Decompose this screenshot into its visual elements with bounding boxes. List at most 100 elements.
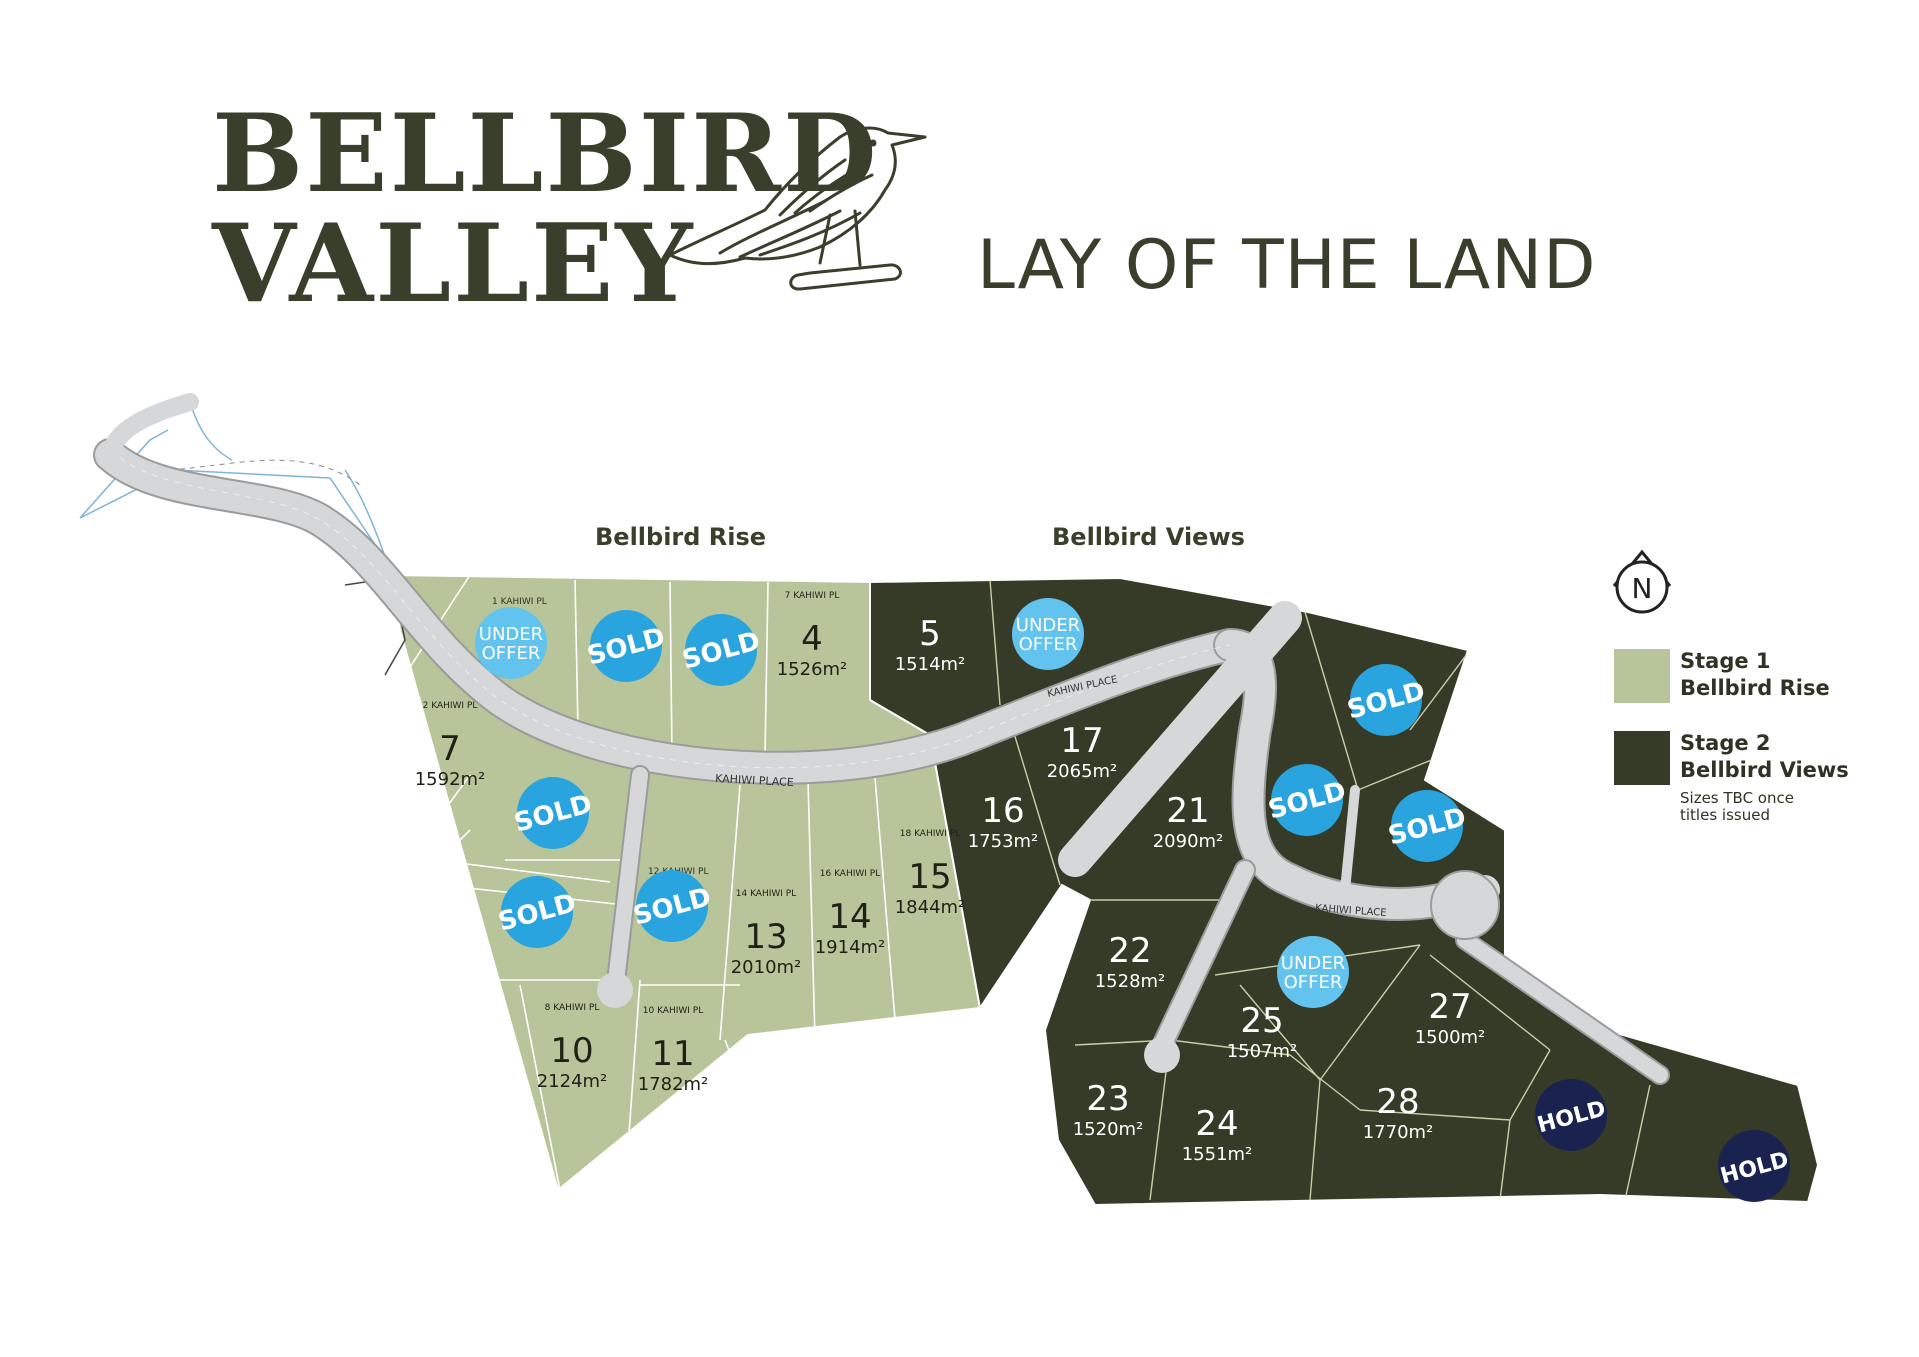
area-label-rise: Bellbird Rise xyxy=(595,523,766,551)
area-label-views: Bellbird Views xyxy=(1052,523,1245,551)
badge-circle xyxy=(1718,1130,1790,1202)
lot-area: 1514m² xyxy=(895,654,966,675)
road-label-east: KAHIWI PLACE xyxy=(1315,903,1387,919)
status-badge-sold[interactable]: SOLD xyxy=(630,870,714,942)
lot-number: 15 xyxy=(908,857,951,897)
lot-area: 1507m² xyxy=(1227,1041,1298,1062)
lot-area: 1592m² xyxy=(415,769,486,790)
status-badge-sold[interactable]: SOLD xyxy=(511,777,595,849)
address-label: 1 KAHIWI PL xyxy=(492,597,547,607)
legend-stage2-line2: Bellbird Views xyxy=(1680,758,1849,782)
badge-label-line2: OFFER xyxy=(1019,634,1078,655)
lot-number: 14 xyxy=(828,897,871,937)
road-label-main: KAHIWI PLACE xyxy=(715,772,794,789)
lot-address: 10 KAHIWI PL xyxy=(643,1006,704,1016)
badge-circle xyxy=(1277,936,1349,1008)
lot-address: 16 KAHIWI PL xyxy=(820,869,881,879)
tagline: LAY OF THE LAND xyxy=(977,226,1597,305)
lot-number: 22 xyxy=(1108,931,1151,971)
lot-number: 13 xyxy=(744,917,787,957)
status-badge-sold[interactable]: SOLD xyxy=(1265,764,1349,836)
lot-area: 1914m² xyxy=(815,937,886,958)
badge-circle xyxy=(475,607,547,679)
legend-stage1: Stage 1 Bellbird Rise xyxy=(1614,645,1904,727)
badge-circle xyxy=(1350,664,1422,736)
cul-de-sac-south xyxy=(1144,1037,1180,1073)
cul-de-sac-east xyxy=(1430,870,1500,940)
badge-circle xyxy=(1012,598,1084,670)
lot-number: 5 xyxy=(919,614,941,654)
north-arrow-icon: N xyxy=(1612,549,1672,614)
lot-number: 17 xyxy=(1060,721,1103,761)
lot-area: 1551m² xyxy=(1182,1144,1253,1165)
lot-area: 2010m² xyxy=(731,957,802,978)
lot-number: 27 xyxy=(1428,987,1471,1027)
lot-address: 8 KAHIWI PL xyxy=(545,1003,600,1013)
badge-circle xyxy=(1271,764,1343,836)
legend-stage2: Stage 2 Bellbird Views xyxy=(1614,727,1904,809)
lot-area: 2090m² xyxy=(1153,831,1224,852)
status-badge-sold[interactable]: SOLD xyxy=(1344,664,1428,736)
status-badge-hold[interactable]: HOLD xyxy=(1535,1079,1609,1151)
status-badge-sold[interactable]: SOLD xyxy=(495,876,579,948)
legend-swatch-stage2 xyxy=(1614,731,1670,785)
badge-label-line1: UNDER xyxy=(479,624,543,645)
lot-address: 14 KAHIWI PL xyxy=(736,889,797,899)
legend-stage1-line2: Bellbird Rise xyxy=(1680,676,1830,700)
status-badge-sold[interactable]: SOLD xyxy=(1385,790,1469,862)
badge-label-line1: UNDER xyxy=(1281,953,1345,974)
badge-label-line1: UNDER xyxy=(1016,615,1080,636)
badge-circle xyxy=(501,876,573,948)
legend-stage2-text: Stage 2 Bellbird Views xyxy=(1680,730,1849,784)
status-badge-sold[interactable]: SOLD xyxy=(584,610,668,682)
legend-stage2-line1: Stage 2 xyxy=(1680,731,1771,755)
lot-area: 2124m² xyxy=(537,1071,608,1092)
badge-circle xyxy=(517,777,589,849)
lot-area: 1520m² xyxy=(1073,1119,1144,1140)
status-badge-sold[interactable]: SOLD xyxy=(679,614,763,686)
badge-label-line2: OFFER xyxy=(1284,972,1343,993)
bellbird-icon xyxy=(668,126,927,291)
lot-address: 2 KAHIWI PL xyxy=(423,701,478,711)
stage2-lot-lines xyxy=(989,579,1651,1201)
lot-number: 11 xyxy=(651,1034,694,1074)
logo-line-2: VALLEY xyxy=(212,201,695,327)
lot-area: 1753m² xyxy=(968,831,1039,852)
lot-number: 24 xyxy=(1195,1104,1238,1144)
lot-number: 28 xyxy=(1376,1082,1419,1122)
legend-note-line2: titles issued xyxy=(1680,806,1770,824)
status-badge-hold[interactable]: HOLD xyxy=(1718,1130,1792,1202)
badge-circle xyxy=(1535,1079,1607,1151)
badge-circle xyxy=(636,870,708,942)
lot-area: 1782m² xyxy=(638,1074,709,1095)
lot-number: 10 xyxy=(550,1031,593,1071)
lot-area: 1844m² xyxy=(895,897,966,918)
legend-stage1-text: Stage 1 Bellbird Rise xyxy=(1680,648,1830,702)
compass-label: N xyxy=(1632,572,1653,605)
lot-area: 1526m² xyxy=(777,659,848,680)
badge-circle xyxy=(590,610,662,682)
lot-area: 1770m² xyxy=(1363,1122,1434,1143)
